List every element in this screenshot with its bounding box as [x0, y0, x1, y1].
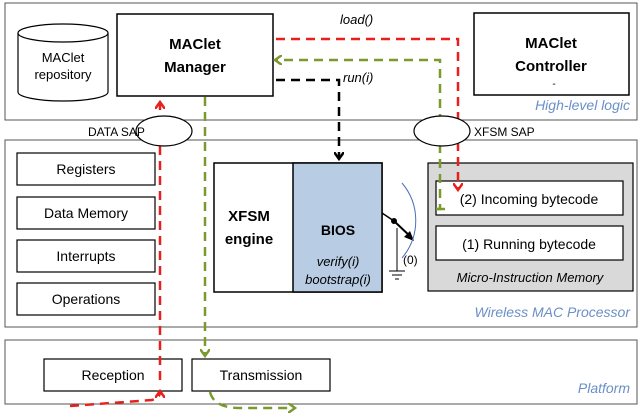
xfsm-sap: XFSM SAP	[413, 115, 535, 147]
reception-label: Reception	[81, 367, 144, 383]
bios-bootstrap-call: bootstrap(i)	[305, 272, 371, 287]
bios-verify-call: verify(i)	[317, 254, 360, 269]
repository-label-line2: repository	[34, 67, 92, 82]
controller-dash: -	[552, 79, 555, 90]
interrupts-label: Interrupts	[56, 248, 115, 264]
layer-label-high-level: High-level logic	[535, 97, 630, 113]
data-sap: DATA SAP	[88, 115, 193, 147]
interrupts-box	[16, 239, 156, 273]
processor-components: Registers Data Memory Interrupts Operati…	[16, 152, 156, 316]
registers-box	[16, 152, 156, 186]
memory-label: Micro-Instruction Memory	[457, 270, 605, 285]
xfsm-engine-label-line2: engine	[225, 231, 273, 248]
xfsm-engine-label-line1: XFSM	[228, 208, 270, 225]
load-call-label: load()	[340, 12, 373, 27]
repository-label-line1: MAClet	[42, 50, 85, 65]
running-bytecode-label: (1) Running bytecode	[462, 236, 596, 252]
manager-label-line1: MAClet	[169, 36, 221, 53]
operations-label: Operations	[52, 291, 120, 307]
manager-label-line2: Manager	[164, 59, 226, 76]
micro-instruction-memory: (2) Incoming bytecode (1) Running byteco…	[427, 162, 634, 292]
maclet-controller-box: MAClet Controller -	[473, 12, 630, 96]
controller-label-line1: MAClet	[525, 35, 577, 52]
data-memory-box	[16, 196, 156, 230]
controller-label-line2: Controller	[515, 58, 587, 75]
layer-label-platform: Platform	[578, 380, 630, 396]
maclet-manager-box: MAClet Manager	[116, 13, 274, 97]
xfsm-sap-label: XFSM SAP	[474, 125, 535, 139]
run-flow-black	[276, 78, 339, 158]
switch-zero-label: (0)	[403, 253, 418, 267]
layer-label-processor: Wireless MAC Processor	[475, 304, 632, 320]
registers-label: Registers	[56, 161, 115, 177]
transmission-label: Transmission	[220, 367, 303, 383]
data-memory-label: Data Memory	[44, 205, 128, 221]
data-sap-label: DATA SAP	[88, 125, 145, 139]
transmission-box: Transmission	[191, 358, 331, 392]
load-flow-red	[69, 37, 458, 408]
bios-title: BIOS	[321, 222, 355, 238]
run-call-label: run(i)	[343, 70, 373, 85]
running-bytecode-box	[435, 225, 624, 261]
bios-box: BIOS verify(i) bootstrap(i)	[292, 162, 383, 293]
operations-box	[16, 282, 156, 316]
bytecode-switch: (0)	[381, 182, 418, 280]
reception-box: Reception	[43, 358, 183, 392]
incoming-bytecode-box	[435, 180, 624, 216]
maclet-repository: MAClet repository	[17, 23, 109, 102]
incoming-bytecode-label: (2) Incoming bytecode	[460, 191, 599, 207]
